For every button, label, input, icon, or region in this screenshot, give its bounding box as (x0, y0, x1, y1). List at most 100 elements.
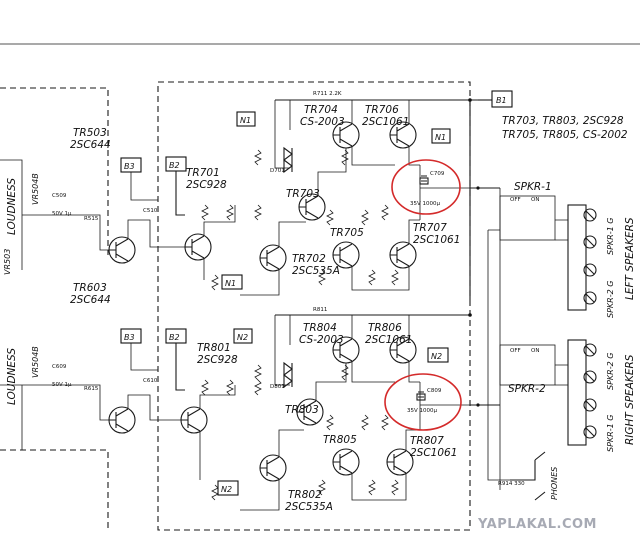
capacitor-c709 (419, 175, 429, 185)
preamp-lower-enclosure (0, 449, 109, 532)
r515-label: R515 (84, 216, 99, 222)
right-speakers-label: RIGHT SPEAKERS (624, 354, 636, 445)
tr804-type: CS-2003 (299, 334, 344, 346)
node-b2-upper-label: B2 (169, 161, 180, 170)
resistor-column-lower (201, 364, 399, 501)
tr702-ref: TR702 (292, 253, 326, 265)
tr705-ref: TR705 (330, 227, 364, 239)
diode-d701 (283, 146, 293, 174)
node-b1-label: B1 (496, 96, 507, 105)
tr704-type: CS-2003 (300, 116, 345, 128)
tr807-ref: TR807 (410, 435, 444, 447)
tr701-type: 2SC928 (186, 179, 227, 191)
transistor-tr801 (180, 406, 208, 434)
tr703-ref: TR703 (286, 188, 320, 200)
tr503-ref: TR503 (73, 127, 107, 139)
c709-value: 35V 1000μ (410, 201, 441, 207)
transistor-tr806 (389, 336, 417, 364)
spkr1-g-upper: SPKR-1 G (606, 218, 615, 255)
tr803-ref: TR803 (285, 404, 319, 416)
tr707-ref: TR707 (413, 222, 447, 234)
tr707-type: 2SC1061 (413, 234, 460, 246)
transistor-tr707 (389, 241, 417, 269)
tr801-type: 2SC928 (197, 354, 238, 366)
c609-ref: C609 (52, 364, 67, 370)
power-amp-enclosure (157, 81, 471, 531)
c509-ref: C509 (52, 193, 67, 199)
r811-label: R811 (313, 307, 327, 313)
transistor-tr703 (298, 193, 326, 221)
tr804-ref: TR804 (303, 322, 337, 334)
node-b1-box (491, 90, 513, 108)
vr604-label: VR504B (31, 346, 40, 378)
tr701-ref: TR701 (186, 167, 220, 179)
spkr1-on: ON (531, 197, 539, 203)
transistor-tr702 (259, 244, 287, 272)
tr806-type: 2SC1061 (365, 334, 412, 346)
transistor-tr603 (108, 406, 136, 434)
watermark: YAPLAKAL.COM (477, 517, 597, 532)
spkr1-label: SPKR-1 (514, 181, 552, 193)
transistor-tr705 (332, 241, 360, 269)
tr801-ref: TR801 (197, 342, 231, 354)
transistor-tr802 (259, 454, 287, 482)
node-n2-top (233, 328, 253, 344)
node-n1-bottom (221, 274, 243, 290)
spkr-switch-block (487, 188, 569, 490)
tr807-type: 2SC1061 (410, 447, 457, 459)
node-b3-lower-label: B3 (124, 333, 135, 342)
resistor-column-upper (201, 149, 399, 291)
phones-jack (510, 451, 546, 501)
highlight-circle-lower (384, 373, 462, 431)
tr603-type: 2SC644 (70, 294, 111, 306)
c510-ref: C510 (143, 208, 158, 214)
spkr2-g-lower: SPKR-2 G (606, 353, 615, 390)
node-n2-top-label: N2 (237, 333, 248, 342)
node-n1-right (431, 128, 451, 144)
r615-label: R615 (84, 386, 99, 392)
c609-value: 50V 1μ (52, 382, 72, 388)
tr503-type: 2SC644 (70, 139, 111, 151)
spkr2-on: ON (531, 348, 539, 354)
node-n2-right-label: N2 (431, 352, 442, 361)
tr706-type: 2SC1061 (362, 116, 409, 128)
loudness-lower-label: LOUDNESS (6, 348, 18, 405)
tr704-ref: TR704 (304, 104, 338, 116)
capacitor-c809 (416, 391, 426, 401)
phones-label: PHONES (550, 467, 559, 500)
terminal-block-left (567, 204, 597, 311)
spkr2-g-upper: SPKR-2 G (606, 281, 615, 318)
tr702-type: 2SC535A (292, 265, 340, 277)
node-n1-bottom-label: N1 (225, 279, 236, 288)
note-line-2: TR705, TR805, CS-2002 (502, 129, 628, 141)
transistor-tr503 (108, 236, 136, 264)
node-n1-top-label: N1 (240, 116, 251, 125)
node-b3-upper-label: B3 (124, 162, 135, 171)
c809-value: 35V 1000μ (407, 408, 438, 414)
tr603-ref: TR603 (73, 282, 107, 294)
terminal-block-right (567, 339, 597, 446)
tr802-type: 2SC535A (285, 501, 333, 513)
node-n2-bottom-label: N2 (221, 485, 232, 494)
left-speakers-label: LEFT SPEAKERS (624, 217, 636, 300)
c809-ref: C809 (427, 388, 442, 394)
spkr2-off: OFF (510, 348, 521, 354)
d701-label: D701 (270, 168, 285, 174)
loudness-upper-label: LOUDNESS (6, 178, 18, 235)
highlight-circle-upper (391, 159, 461, 215)
node-n1-right-label: N1 (435, 133, 446, 142)
transistor-tr807 (386, 448, 414, 476)
node-n2-right (427, 347, 449, 363)
tr806-ref: TR806 (368, 322, 402, 334)
diode-d801 (283, 361, 293, 389)
transistor-tr706 (389, 121, 417, 149)
spkr1-off: OFF (510, 197, 521, 203)
transistor-tr805 (332, 448, 360, 476)
node-n1-top (236, 111, 256, 127)
d801-label: D801 (270, 384, 285, 390)
note-line-1: TR703, TR803, 2SC928 (502, 115, 624, 127)
node-b2-lower-label: B2 (169, 333, 180, 342)
vr503-label: VR503 (3, 249, 12, 275)
preamp-upper-enclosure (0, 87, 109, 255)
